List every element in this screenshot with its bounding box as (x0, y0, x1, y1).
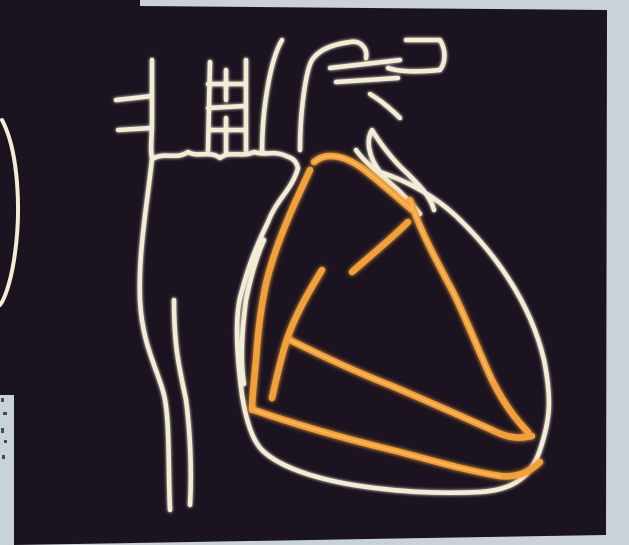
heart-illustration-scene (0, 0, 629, 545)
heart-illustration (0, 0, 629, 545)
